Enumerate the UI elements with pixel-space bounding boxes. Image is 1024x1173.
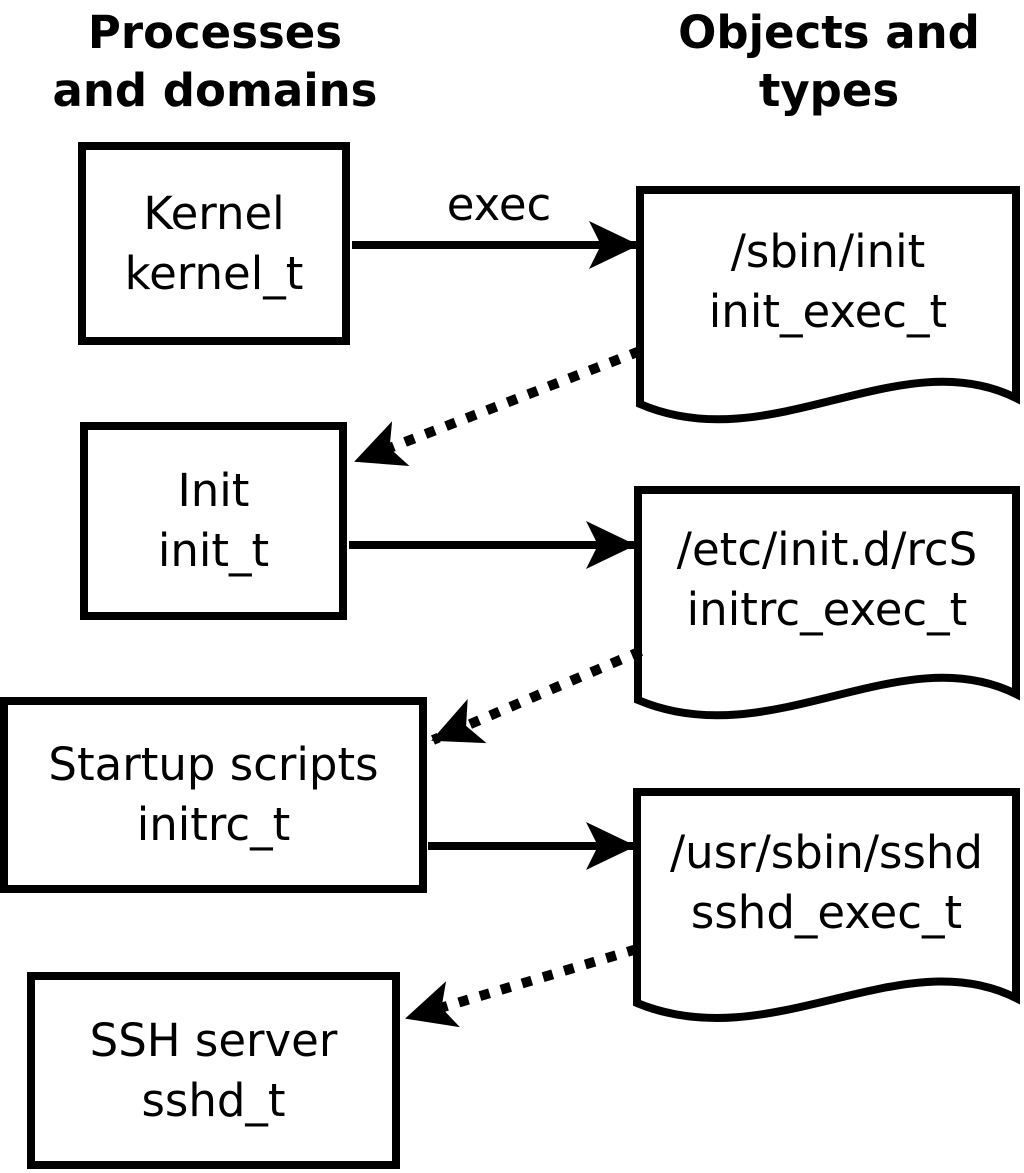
column-header-line: types [758,63,900,117]
process-box-init: Init init_t [80,422,347,620]
transition-arrow-sshd-exec-to-sshd [405,944,639,1028]
process-box-kernel: Kernel kernel_t [78,142,350,345]
process-box-startup-scripts: Startup scripts initrc_t [0,697,427,893]
object-label-usr-sbin-sshd: /usr/sbin/sshd sshd_exec_t [637,792,1016,1003]
process-type: init_t [157,524,270,577]
process-name: SSH server [89,1013,338,1067]
object-path: /sbin/init [730,225,926,279]
transition-arrow-rcs-to-initrc [431,646,643,745]
process-type: initrc_t [136,798,291,851]
document-shape-etc-initd-rcs [634,486,1020,720]
object-path: /etc/init.d/rcS [676,523,978,577]
object-path: /usr/sbin/sshd [670,825,983,879]
column-header-processes-and-domains: Processes and domains [20,4,410,119]
process-name: Init [177,464,250,518]
process-type: kernel_t [124,246,304,300]
transition-arrow-sbin-init-to-init [354,346,642,467]
process-name: Startup scripts [48,738,379,792]
column-header-line: and domains [52,63,378,117]
column-header-objects-and-types: Objects and types [640,4,1018,119]
column-header-line: Objects and [678,6,980,59]
document-shape-sbin-init [636,186,1020,424]
column-header-line: Processes [87,6,343,59]
exec-arrow-label: exec [446,178,552,231]
process-name: Kernel [143,186,285,240]
object-label-etc-initd-rcs: /etc/init.d/rcS initrc_exec_t [638,490,1016,700]
object-label-sbin-init: /sbin/init init_exec_t [640,190,1016,404]
process-type: sshd_t [141,1073,286,1127]
process-box-ssh-server: SSH server sshd_t [27,972,400,1169]
document-shape-usr-sbin-sshd [633,788,1020,1022]
object-type: initrc_exec_t [686,583,968,636]
object-type: init_exec_t [708,285,948,338]
object-type: sshd_exec_t [690,885,963,939]
